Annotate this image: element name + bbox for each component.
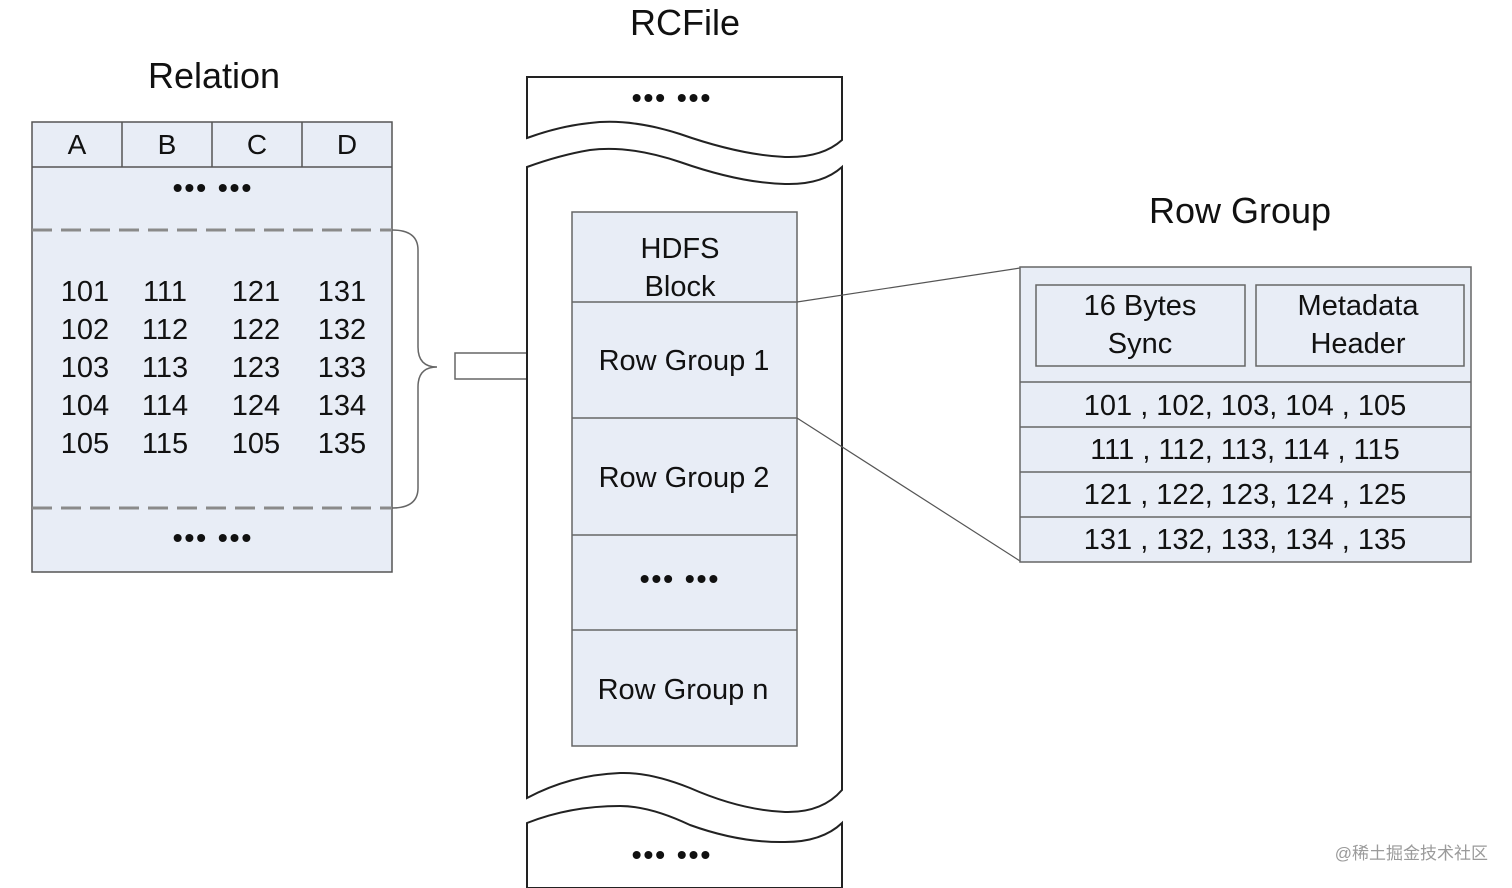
relation-cell: 114 — [142, 390, 188, 422]
relation-cell: 133 — [318, 352, 366, 384]
relation-cell: 105 — [232, 428, 280, 460]
relation-table: A B C D ••• ••• 101 111 121 131 102 112 122 132… — [31, 121, 393, 573]
ellipsis: ••• ••• — [640, 563, 721, 594]
column-storage-row: 101 , 102, 103, 104 , 105 — [1084, 390, 1407, 422]
row-group-title: Row Group — [1149, 190, 1331, 231]
sync-box — [1035, 284, 1246, 367]
ellipsis: ••• ••• — [173, 522, 254, 553]
relation-cell: 112 — [142, 314, 188, 346]
row-group-segment: Row Group 2 — [599, 462, 770, 494]
ellipsis: ••• ••• — [632, 839, 713, 870]
relation-cell: 103 — [61, 352, 109, 384]
relation-cell: 113 — [142, 352, 188, 384]
relation-cell: 111 — [143, 276, 187, 308]
column-storage-row: 111 , 112, 113, 114 , 115 — [1090, 434, 1400, 466]
relation-cell: 122 — [232, 314, 280, 346]
ellipsis: ••• ••• — [632, 82, 713, 113]
column-header: D — [337, 129, 357, 160]
relation-cell: 123 — [232, 352, 280, 384]
relation-cell: 115 — [142, 428, 188, 460]
relation-cell: 105 — [61, 428, 109, 460]
relation-cell: 102 — [61, 314, 109, 346]
column-storage-row: 131 , 132, 133, 134 , 135 — [1084, 524, 1407, 556]
hdfs-block-label: Block — [645, 271, 716, 303]
metadata-label: Metadata — [1298, 290, 1420, 322]
connector-line — [796, 267, 1021, 303]
ellipsis: ••• ••• — [173, 172, 254, 203]
metadata-header-box — [1255, 284, 1465, 367]
column-storage-row: 121 , 122, 123, 124 , 125 — [1084, 479, 1407, 511]
rcfile-title: RCFile — [630, 2, 740, 43]
relation-cell: 132 — [318, 314, 366, 346]
relation-cell: 101 — [61, 276, 109, 308]
hdfs-block-label: HDFS — [641, 233, 720, 265]
rcfile-top-fragment — [526, 76, 843, 159]
watermark: @稀土掘金技术社区 — [1335, 844, 1488, 863]
connector-line — [796, 417, 1021, 562]
hdfs-block: HDFS Block Row Group 1 Row Group 2 ••• •… — [571, 211, 798, 747]
sync-label: Sync — [1108, 328, 1172, 360]
relation-cell: 131 — [318, 276, 366, 308]
column-header: C — [247, 129, 267, 160]
sync-label: 16 Bytes — [1084, 290, 1197, 322]
row-group-segment: Row Group n — [598, 674, 769, 706]
column-header: B — [158, 129, 177, 160]
relation-cell: 121 — [232, 276, 280, 308]
row-group-detail: 16 Bytes Sync Metadata Header 101 , 102,… — [1019, 266, 1472, 563]
column-header: A — [68, 129, 87, 160]
metadata-label: Header — [1310, 328, 1405, 360]
relation-cell: 124 — [232, 390, 280, 422]
relation-title: Relation — [148, 55, 280, 96]
row-group-segment: Row Group 1 — [599, 345, 770, 377]
relation-cell: 134 — [318, 390, 366, 422]
relation-cell: 135 — [318, 428, 366, 460]
rcfile-bottom-fragment — [526, 804, 843, 888]
relation-cell: 104 — [61, 390, 109, 422]
brace — [391, 229, 438, 509]
